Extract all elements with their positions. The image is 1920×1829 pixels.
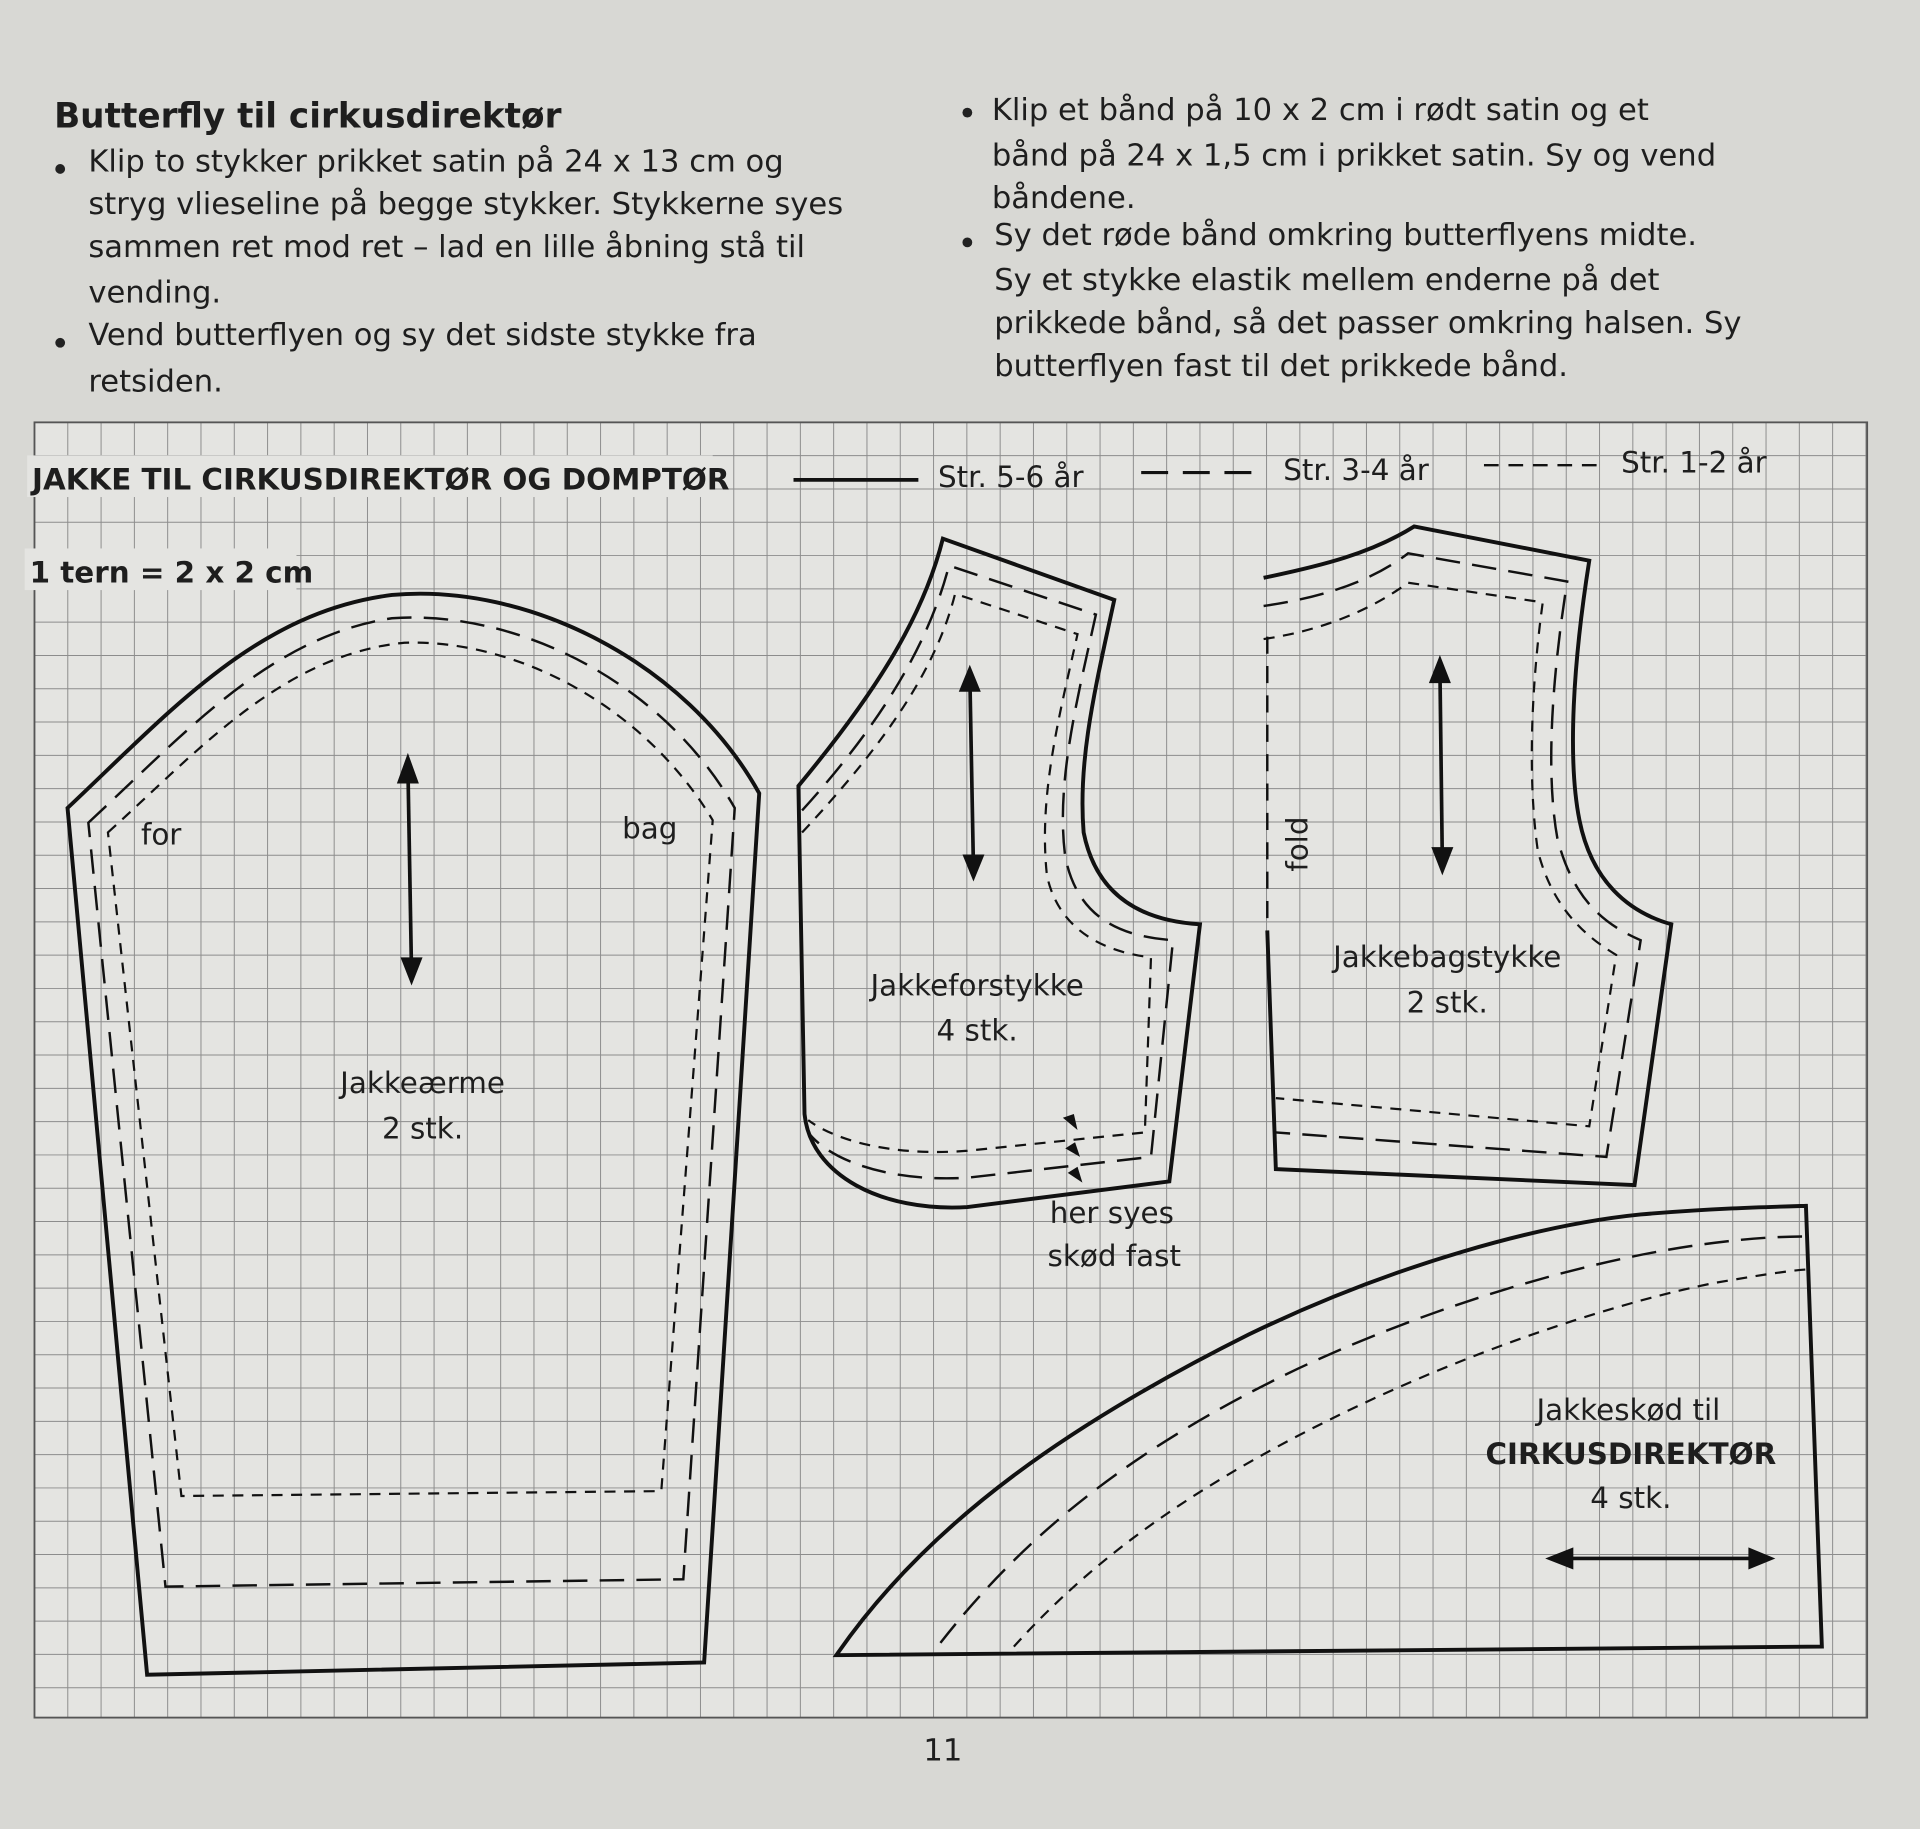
text-line: retsiden.: [88, 365, 223, 400]
text-line: prikkede bånd, så det passer omkring hal…: [994, 306, 1741, 341]
skirt-outline-large: [832, 1203, 1824, 1658]
back-outline-large: [1263, 524, 1674, 1188]
bullet-dot: [962, 237, 973, 248]
back-outline-medium: [1263, 552, 1643, 1159]
title-backdrop: [27, 455, 713, 498]
grid-border: [33, 421, 1869, 1719]
bullet-dot: [55, 164, 66, 174]
skirt-name: Jakkeskød til: [1535, 1393, 1721, 1427]
front-note-line: her syes: [1050, 1196, 1174, 1230]
grainline: [406, 765, 414, 974]
text-line: butterflyen fast til det prikkede bånd.: [994, 349, 1568, 384]
front-count: 4 stk.: [937, 1014, 1018, 1048]
text-line: Sy det røde bånd omkring butterflyens mi…: [994, 218, 1697, 253]
grainline: [967, 673, 976, 870]
front-outline-large: [796, 536, 1203, 1210]
text-line: vending.: [88, 275, 221, 310]
front-note-line: skød fast: [1048, 1239, 1181, 1273]
butterfly-instructions: Butterfly til cirkusdirektør Klip to sty…: [54, 93, 1741, 400]
fold-label: fold: [1281, 817, 1315, 872]
skirt-for: CIRKUSDIREKTØR: [1485, 1437, 1776, 1471]
page-number: 11: [923, 1733, 962, 1768]
sleeve-name: Jakkeærme: [338, 1066, 505, 1100]
text-line: bånd på 24 x 1,5 cm i prikket satin. Sy …: [992, 138, 1716, 173]
scale-note: 1 tern = 2 x 2 cm: [30, 556, 314, 590]
sleeve-outline-medium: [87, 616, 736, 1588]
pattern-title: JAKKE TIL CIRKUSDIREKTØR OG DOMPTØR: [30, 463, 730, 497]
sleeve-outline-large: [65, 591, 762, 1677]
skirt-outline-small: [1013, 1268, 1807, 1648]
bullet-dot: [962, 107, 973, 118]
text-line: sammen ret mod ret – lad en lille åbning…: [88, 230, 805, 265]
grainline-arrow-icon: [1545, 1547, 1776, 1570]
pattern-header: JAKKE TIL CIRKUSDIREKTØR OG DOMPTØR Str.…: [24, 446, 1768, 591]
legend-size-5-6: Str. 5-6 år: [938, 460, 1085, 494]
front-piece: Jakkeforstykke 4 stk. her syes skød fast: [796, 536, 1203, 1273]
grid-lines: [33, 421, 1868, 1718]
back-piece: fold Jakkebagstykke 2 stk.: [1263, 524, 1674, 1188]
legend-size-3-4: Str. 3-4 år: [1283, 453, 1430, 487]
grainline-arrow-icon: [958, 664, 985, 882]
text-line: Sy et stykke elastik mellem enderne på d…: [994, 263, 1659, 298]
skirt-piece: Jakkeskød til CIRKUSDIREKTØR 4 stk.: [832, 1203, 1824, 1658]
skirt-count: 4 stk.: [1590, 1481, 1671, 1515]
notch-marks-icon: [1062, 1114, 1083, 1183]
sleeve-back-label: bag: [622, 812, 677, 846]
sleeve-outline-small: [106, 641, 714, 1498]
section-heading: Butterfly til cirkusdirektør: [54, 96, 562, 136]
sleeve-count: 2 stk.: [382, 1112, 463, 1146]
text-line: Klip et bånd på 10 x 2 cm i rødt satin o…: [992, 93, 1649, 128]
text-line: Vend butterflyen og sy det sidste stykke…: [88, 318, 756, 353]
text-line: båndene.: [992, 181, 1136, 216]
text-line: stryg vlieseline på begge stykker. Stykk…: [88, 187, 843, 222]
skirt-outline-medium: [939, 1235, 1806, 1644]
sleeve-front-label: for: [141, 818, 182, 852]
sleeve-piece: for bag Jakkeærme 2 stk.: [65, 591, 762, 1677]
front-name: Jakkeforstykke: [868, 968, 1083, 1002]
grainline-arrow-icon: [396, 752, 423, 986]
back-count: 2 stk.: [1407, 985, 1488, 1019]
legend-size-1-2: Str. 1-2 år: [1621, 446, 1768, 480]
scale-backdrop: [24, 548, 297, 591]
grainline-arrow-icon: [1428, 654, 1454, 876]
grainline: [1438, 667, 1445, 864]
back-name: Jakkebagstykke: [1331, 940, 1561, 974]
grid-paper: [34, 422, 1868, 1718]
front-outline-medium: [801, 564, 1175, 1180]
text-line: Klip to stykker prikket satin på 24 x 13…: [88, 144, 783, 179]
bullet-dot: [55, 337, 66, 348]
